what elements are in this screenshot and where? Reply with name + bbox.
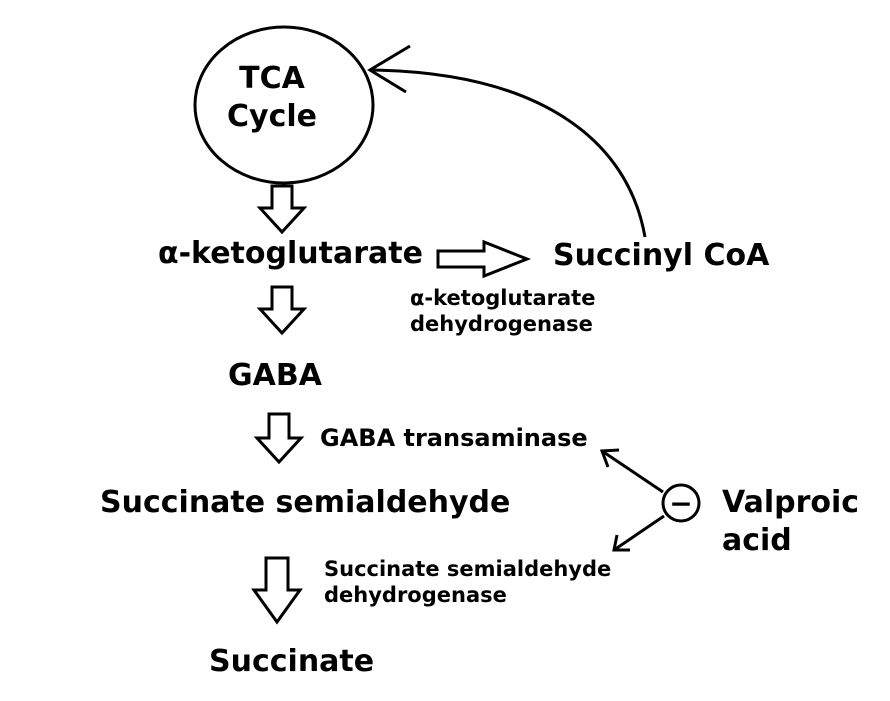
tca-label-line2: Cycle <box>227 98 317 134</box>
valproic-line2: acid <box>722 522 792 558</box>
arrow-succinyl-coa-to-tca-head <box>367 44 411 94</box>
alpha-ketoglutarate-label: α-ketoglutarate <box>158 236 423 271</box>
inhibitor-circle <box>661 483 701 523</box>
arrow-akg-to-succinyl-coa <box>436 239 532 279</box>
akgdh-line2: dehydrogenase <box>410 312 593 337</box>
ssadh-line2: dehydrogenase <box>324 583 507 608</box>
inhibitor-minus-symbol: − <box>669 487 692 520</box>
arrow-gaba-to-ssa <box>253 412 305 465</box>
tca-cycle-label: TCA Cycle <box>222 60 322 135</box>
gaba-label: GABA <box>228 358 322 393</box>
succinyl-coa-label: Succinyl CoA <box>553 238 770 273</box>
ssadh-line1: Succinate semialdehyde <box>324 557 612 581</box>
tca-label-line1: TCA <box>239 61 305 96</box>
akgdh-line1: α-ketoglutarate <box>410 286 596 310</box>
inhibition-line-gaba-transaminase <box>601 449 664 494</box>
akg-dehydrogenase-label: α-ketoglutarate dehydrogenase <box>410 285 595 338</box>
succinate-semialdehyde-label: Succinate semialdehyde <box>100 485 511 520</box>
arrow-akg-to-gaba <box>256 285 308 336</box>
inhibition-line-ssadh <box>613 514 665 552</box>
arrow-tca-to-akg <box>256 184 308 235</box>
inhibition-head-gaba-transaminase <box>599 448 620 468</box>
arrow-succinyl-coa-to-tca-curve <box>369 68 647 238</box>
inhibition-head-ssadh <box>612 534 630 552</box>
gaba-transaminase-label: GABA transaminase <box>320 424 588 452</box>
succinate-label: Succinate <box>209 644 375 679</box>
valproic-acid-label: Valproic acid <box>722 484 859 559</box>
arrow-ssa-to-succinate <box>251 556 303 625</box>
valproic-line1: Valproic <box>722 485 860 520</box>
tca-cycle-circle <box>193 25 375 185</box>
ssadh-label: Succinate semialdehyde dehydrogenase <box>324 556 611 609</box>
